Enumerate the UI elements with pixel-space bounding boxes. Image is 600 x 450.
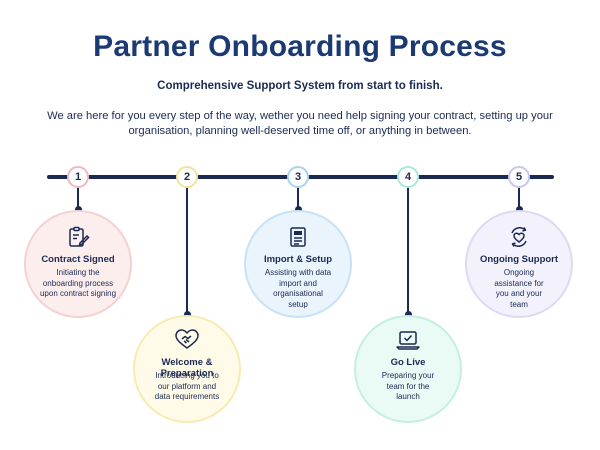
step-2-title: Welcome & Preparation — [160, 357, 214, 379]
step-1-card: Contract Signed Initiating the onboardin… — [24, 210, 132, 318]
step-3-title: Import & Setup — [263, 254, 333, 265]
clipboard-pen-icon — [66, 225, 90, 254]
step-1-dot — [74, 206, 82, 213]
step-5-card: Ongoing Support Ongoing assistance for y… — [465, 210, 573, 318]
step-2-card: Welcome & Preparation Introducing you to… — [133, 315, 241, 423]
step-4-connector — [407, 187, 409, 315]
document-icon — [286, 225, 310, 254]
step-4-title: Go Live — [390, 357, 426, 368]
step-2-description: Introducing you to our platform and data… — [154, 371, 220, 401]
step-2-connector — [186, 187, 188, 315]
step-1-title: Contract Signed — [41, 254, 115, 265]
handshake-icon — [174, 327, 200, 356]
step-3-number: 3 — [287, 166, 309, 188]
step-5-title: Ongoing Support — [479, 254, 559, 265]
step-3-dot — [294, 206, 302, 213]
laptop-check-icon — [395, 328, 421, 357]
step-2-number: 2 — [176, 166, 198, 188]
step-5-dot — [515, 206, 523, 213]
step-4-description: Preparing your team for the launch — [381, 371, 435, 401]
step-1-description: Initiating the onboarding process upon c… — [39, 268, 117, 298]
step-5-description: Ongoing assistance for you and your team — [494, 268, 544, 309]
step-1-connector — [77, 187, 79, 209]
step-3-description: Assisting with data import and organisat… — [264, 268, 332, 309]
step-3-connector — [297, 187, 299, 209]
step-5-connector — [518, 187, 520, 209]
intro-text: We are here for you every step of the wa… — [47, 110, 553, 137]
heart-cycle-icon — [507, 225, 531, 254]
step-2-dot — [183, 311, 191, 318]
step-1-number: 1 — [67, 166, 89, 188]
page-title: Partner Onboarding Process — [93, 30, 507, 63]
step-4-dot — [404, 311, 412, 318]
step-3-card: Import & Setup Assisting with data impor… — [244, 210, 352, 318]
step-4-card: Go Live Preparing your team for the laun… — [354, 315, 462, 423]
page-subtitle: Comprehensive Support System from start … — [157, 80, 443, 92]
step-4-number: 4 — [397, 166, 419, 188]
step-5-number: 5 — [508, 166, 530, 188]
